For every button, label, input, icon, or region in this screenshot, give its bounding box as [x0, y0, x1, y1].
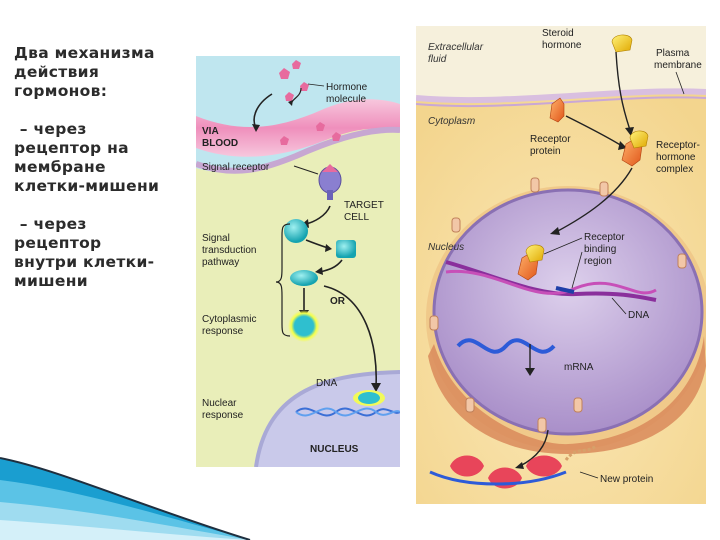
dna-label: DNA [316, 378, 337, 389]
nuclear-envelope [254, 370, 400, 467]
left-labels: Hormone molecule VIA BLOOD Signal recept… [202, 82, 384, 455]
signal-transduction-label: transduction [202, 245, 256, 256]
via-blood-label: BLOOD [202, 138, 238, 149]
mechanism-1-line: рецептор на [14, 139, 129, 157]
target-cell-label: CELL [344, 212, 369, 223]
target-cell-label: TARGET [344, 200, 384, 211]
receptor-hormone-complex-label: Receptor- [656, 140, 700, 151]
mrna-strand [456, 338, 556, 354]
hormone-molecule-label: Hormone [326, 82, 368, 93]
receptor-binding-region-label: region [584, 256, 612, 267]
new-protein [429, 444, 597, 489]
mechanism-2-line: рецептор [14, 234, 102, 252]
hormone-molecules [279, 60, 341, 145]
via-blood-label: VIA [202, 126, 219, 137]
cytoplasm-label: Cytoplasm [428, 116, 475, 127]
signal-transduction-label: Signal [202, 233, 230, 244]
extracellular-fluid-label: Extracellular [428, 42, 484, 53]
title-line: действия [14, 63, 100, 81]
cytoplasmic-response-label: Cytoplasmic [202, 314, 256, 325]
mechanism-2-line: внутри клетки- [14, 253, 155, 271]
receptor-protein [549, 97, 565, 123]
cytoplasmic-response-molecule [288, 310, 320, 342]
transduction-molecule [336, 240, 356, 258]
mrna-label: mRNA [564, 362, 594, 373]
mechanism-2-line: мишени [14, 272, 88, 290]
receptor-binding-region-label: Receptor [584, 232, 625, 243]
right-labels: Extracellular fluid Steroid hormone Plas… [428, 28, 702, 485]
dna-label: DNA [628, 310, 649, 321]
receptor-hormone-complex-label: hormone [656, 152, 696, 163]
title-line: Два механизма [14, 44, 155, 62]
hormone-molecule-label: molecule [326, 94, 366, 105]
intracellular-receptor-figure: Extracellular fluid Steroid hormone Plas… [416, 26, 706, 504]
nucleus-label: Nucleus [428, 242, 464, 253]
receptor-protein-label: Receptor [530, 134, 571, 145]
nuclear-response-label: Nuclear [202, 398, 237, 409]
plasma-membrane-label: membrane [654, 60, 702, 71]
mechanism-1-line: мембране [14, 158, 106, 176]
signal-receptor-label: Signal receptor [202, 162, 270, 173]
transduction-molecule [290, 270, 318, 286]
steroid-hormone-label: Steroid [542, 28, 574, 39]
dna-helix [295, 390, 400, 417]
steroid-hormone [611, 34, 633, 53]
plasma-membrane-label: Plasma [656, 48, 690, 59]
plasma-membrane [196, 126, 400, 174]
slide-text: Два механизма действия гормонов: – через… [14, 44, 192, 291]
blood-vessel-band [196, 99, 400, 157]
or-label: OR [330, 296, 346, 307]
new-protein-label: New protein [600, 474, 653, 485]
plasma-membrane [416, 88, 706, 104]
nuclear-response-label: response [202, 410, 244, 421]
cytoplasmic-response-label: response [202, 326, 244, 337]
dna-strands [445, 260, 657, 302]
nuclear-pores [429, 177, 687, 433]
bound-complex [517, 244, 545, 281]
receptor-hormone-complex-label: complex [656, 164, 693, 175]
mechanism-1-line: – через [14, 120, 87, 138]
extracellular-fluid-label: fluid [428, 54, 447, 65]
steroid-hormone-label: hormone [542, 40, 582, 51]
mechanism-2-line: – через [14, 215, 87, 233]
signal-transduction-label: pathway [202, 257, 239, 268]
signal-receptor [318, 164, 342, 200]
mechanism-1-line: клетки-мишени [14, 177, 160, 195]
receptor-hormone-complex [621, 130, 649, 167]
nucleus-label: NUCLEUS [310, 444, 359, 455]
membrane-receptor-figure: Hormone molecule VIA BLOOD Signal recept… [196, 56, 400, 467]
transduction-molecule [284, 219, 308, 243]
receptor-protein-label: protein [530, 146, 561, 157]
nucleus [426, 186, 706, 454]
decorative-swoosh [0, 457, 251, 540]
receptor-binding-region-label: binding [584, 244, 616, 255]
title-line: гормонов: [14, 82, 108, 100]
